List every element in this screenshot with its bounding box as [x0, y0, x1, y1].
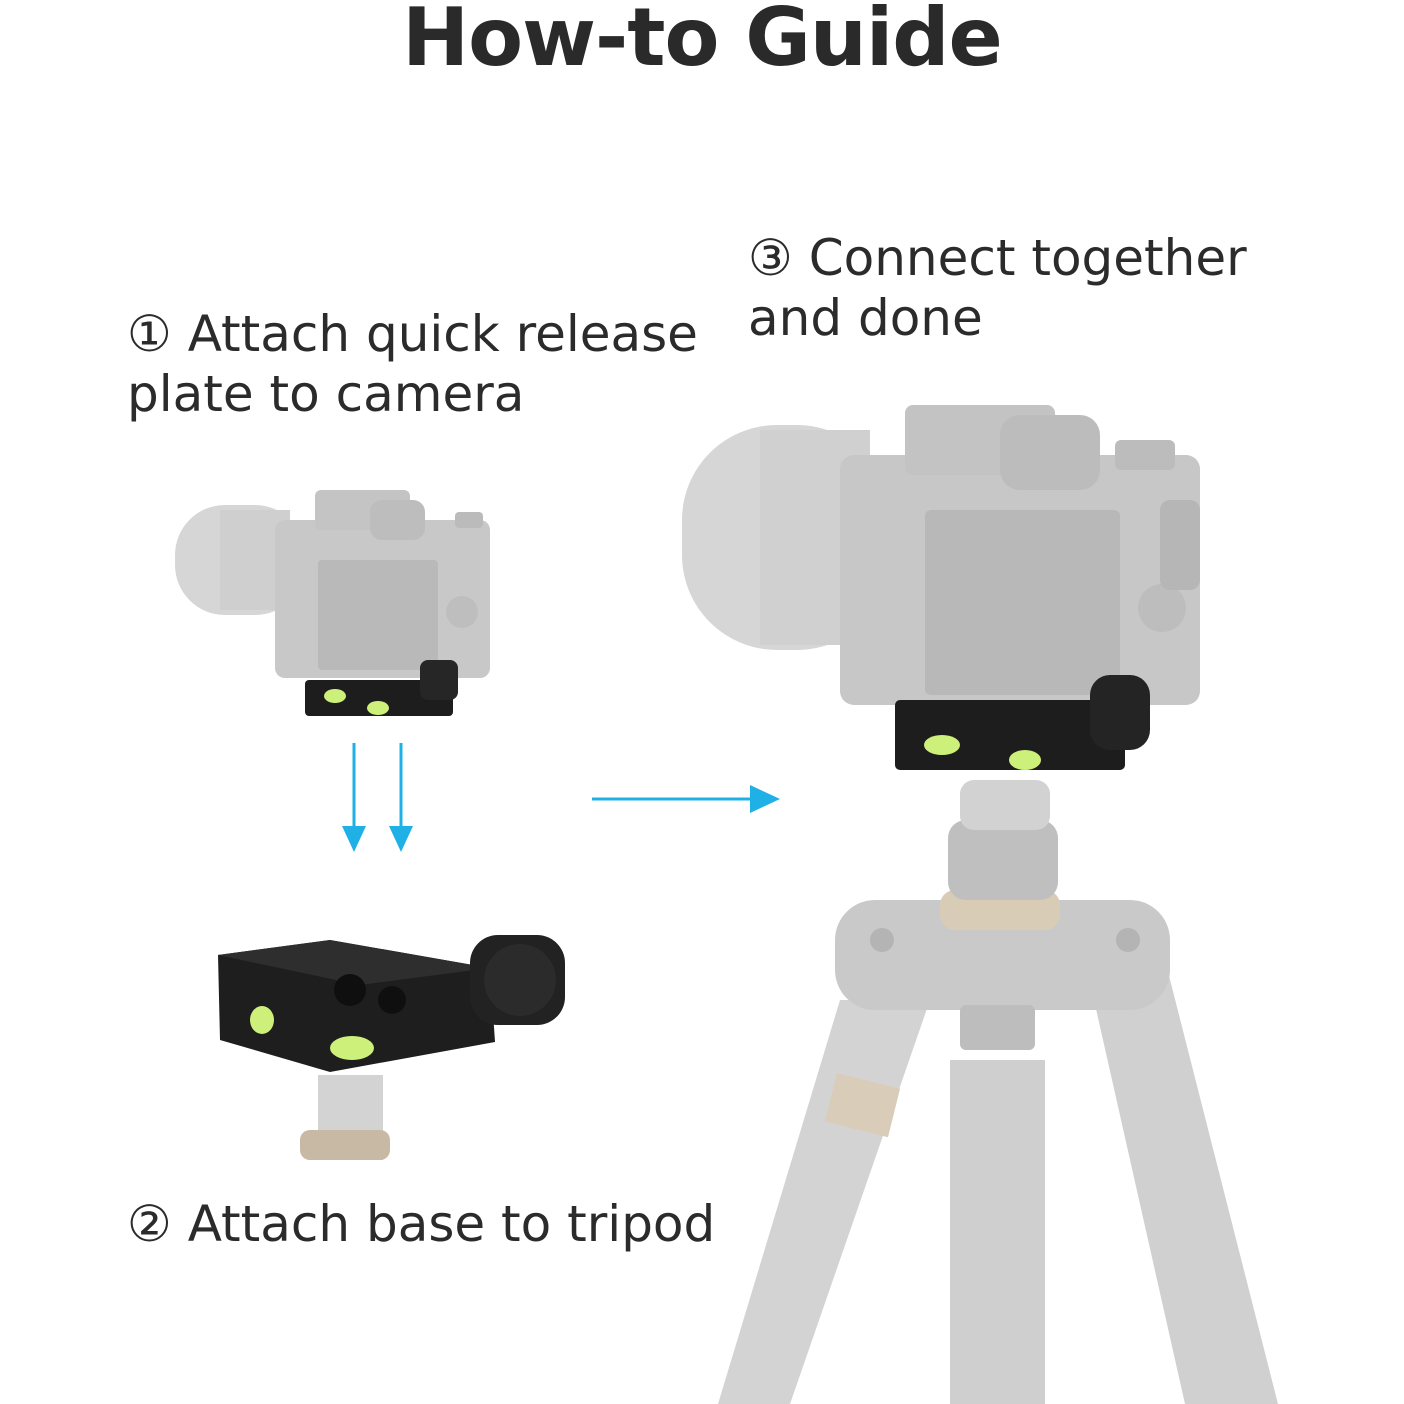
step-1-line-2: plate to camera	[127, 365, 525, 423]
down-arrow-icon	[342, 743, 366, 852]
step-2-caption: ② Attach base to tripod	[127, 1194, 715, 1254]
page-title: How-to Guide	[402, 0, 1003, 84]
step-3-caption: ③ Connect together and done	[748, 228, 1247, 348]
step-3-line-2: and done	[748, 289, 983, 347]
right-arrow-icon	[592, 785, 780, 813]
camera-small-illustration	[175, 490, 490, 716]
step-3-line-1: ③ Connect together	[748, 229, 1247, 287]
down-arrow-icon	[389, 743, 413, 852]
camera-large-illustration	[682, 405, 1200, 770]
tripod-illustration	[718, 780, 1278, 1404]
step-1-caption: ① Attach quick release plate to camera	[127, 304, 698, 424]
clamp-base-illustration	[218, 935, 565, 1160]
step-1-line-1: ① Attach quick release	[127, 305, 698, 363]
step-2-line-1: ② Attach base to tripod	[127, 1195, 716, 1253]
